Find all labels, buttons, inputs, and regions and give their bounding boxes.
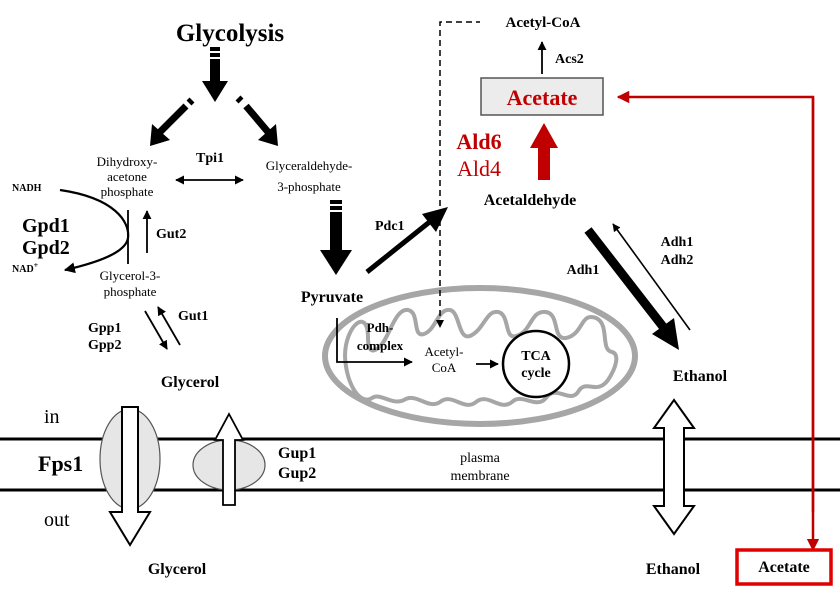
out-label: out [44,509,70,531]
glycerol-in-label: Glycerol [161,374,220,391]
gup-transporter [192,412,266,506]
adh2-arrow [612,223,691,331]
glycerol3p-label-2: phosphate [104,284,157,299]
gup1-label: Gup1 [278,445,316,462]
gut1-arrow [157,306,181,346]
nad-label: NAD+ [12,261,39,275]
pdh-label-2: complex [357,338,404,353]
gpd-curved-arrow [59,188,130,274]
adh1-left-label: Adh1 [567,263,600,278]
in-label: in [44,406,60,428]
dhap-label-2: acetone [107,169,147,184]
nad-main: NAD [12,264,34,275]
arrow-to-g3p [235,95,278,146]
gup2-label: Gup2 [278,465,316,482]
gpd1-label: Gpd1 [22,215,70,237]
adh1-arrow [584,227,679,350]
ald6-label: Ald6 [456,129,501,154]
glycolysis-main-arrow [202,47,228,102]
acetylcoa-top-label: Acetyl-CoA [506,15,581,31]
tca-cycle-circle [501,329,571,399]
glycolysis-label: Glycolysis [176,20,285,47]
gut2-label: Gut2 [156,227,186,242]
adh2-label: Adh2 [661,253,694,268]
gpp2-label: Gpp2 [88,338,121,353]
ethanol-in-label: Ethanol [673,368,728,385]
fps1-out-arrow [108,406,152,547]
dashed-arrowhead [436,320,444,328]
acetate-out-box [735,548,833,586]
adh1-right-label: Adh1 [661,235,694,250]
tca-label-1: TCA [521,349,551,364]
dhap-label-3: phosphate [101,184,154,199]
pyruvate-label: Pyruvate [301,289,363,306]
pyruvate-to-pdh-line [336,318,413,367]
g3p-to-pyruvate-arrow [320,200,352,275]
nad-superscript: + [34,261,39,270]
tca-label-2: cycle [521,366,551,381]
glycerol3p-label-1: Glycerol-3- [100,268,161,283]
gpp-arrow [144,310,168,350]
g3p-label-1: Glyceraldehyde- [266,158,353,173]
plasma-membrane-label-2: membrane [450,469,509,484]
arrow-to-dhap [150,97,195,146]
ethanol-diffusion-arrow [652,398,696,536]
acetate-out-label: Acetate [758,559,810,576]
gpd2-label: Gpd2 [22,237,70,259]
plasma-membrane-label-1: plasma [460,451,500,466]
dashed-acetylcoa-link [439,21,480,326]
glycerol-out-label: Glycerol [148,561,207,578]
mitochondrion [322,285,638,427]
acetate-box [480,77,604,116]
acetaldehyde-label: Acetaldehyde [484,192,576,209]
acetate-in-label: Acetate [507,85,578,110]
dhap-label-1: Dihydroxy- [97,154,158,169]
pdc1-label: Pdc1 [375,219,405,234]
gup-in-arrow [213,412,245,506]
acs2-label: Acs2 [555,52,584,67]
gut1-label: Gut1 [178,309,208,324]
g3p-label-2: 3-phosphate [277,179,341,194]
pdc1-arrow [365,207,448,274]
gpp1-label: Gpp1 [88,321,121,336]
acetylcoa-mito-label-1: Acetyl- [425,344,464,359]
ald4-label: Ald4 [457,156,501,181]
nadh-label: NADH [12,183,42,194]
pdh-label-1: Pdh- [367,320,394,335]
ald-arrow [530,123,558,180]
ethanol-out-label: Ethanol [646,561,701,578]
acetylcoa-mito-label-2: CoA [432,360,457,375]
fps1-label: Fps1 [38,451,83,476]
tpi1-label: Tpi1 [196,151,224,166]
fps1-transporter [99,406,161,547]
